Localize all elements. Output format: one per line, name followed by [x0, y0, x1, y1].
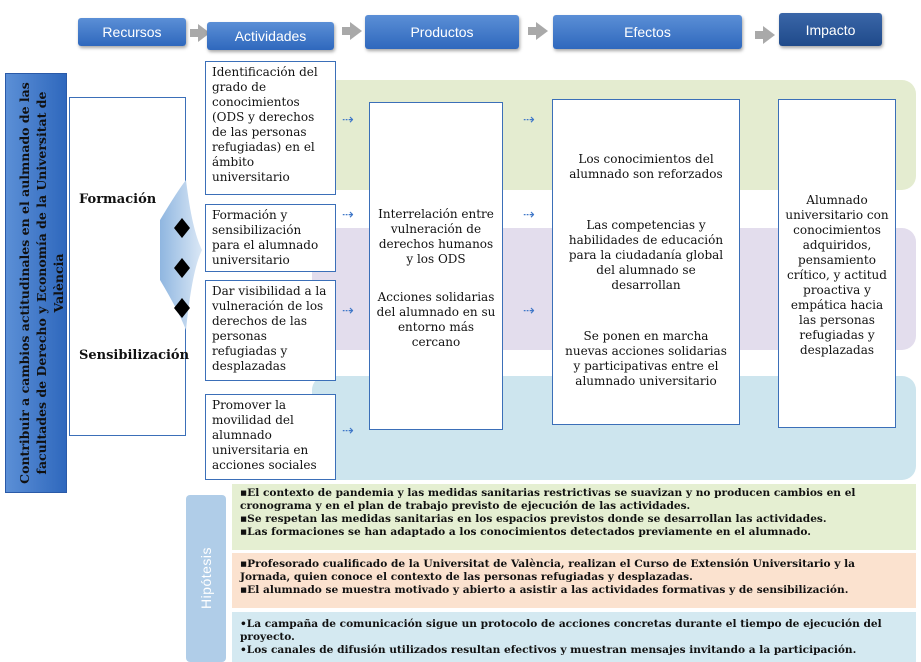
flow-arrow: ⇢	[342, 423, 354, 439]
hypothesis-side: Hipótesis	[186, 495, 226, 662]
objective-title: Contribuir a cambios actitudinales en el…	[17, 82, 66, 484]
flow-arrow: ⇢	[523, 112, 535, 128]
activity-4: Promover la movilidad del alumnado unive…	[205, 394, 336, 480]
hypothesis-item: ▪Se respetan las medidas sanitarias en l…	[240, 513, 827, 525]
product-1: Interrelación entre vulneración de derec…	[378, 207, 494, 266]
hypothesis-item: ▪Las formaciones se han adaptado a los c…	[240, 526, 811, 538]
activity-1: Identificación del grado de conocimiento…	[205, 61, 336, 195]
flow-arrow: ⇢	[342, 112, 354, 128]
flow-arrow: ⇢	[342, 207, 354, 223]
flow-arrow: ⇢	[523, 303, 535, 319]
products-box: Interrelación entre vulneración de derec…	[369, 102, 503, 430]
stage-arrow	[342, 22, 362, 40]
activity-3: Dar visibilidad a la vulneración de los …	[205, 280, 336, 381]
flow-arrow: ⇢	[523, 207, 535, 223]
impact-text: Alumnado universitario con conocimientos…	[785, 193, 889, 357]
section-sensibilizacion: Sensibilización	[79, 348, 190, 363]
effect-1: Los conocimientos del alumnado son refor…	[569, 152, 723, 181]
effects-box: Los conocimientos del alumnado son refor…	[552, 99, 740, 425]
effect-3: Se ponen en marcha nuevas acciones solid…	[565, 329, 727, 388]
stage-productos: Productos	[365, 15, 519, 49]
flow-arrow: ⇢	[342, 303, 354, 319]
hypothesis-item: ▪El alumnado se muestra motivado y abier…	[240, 584, 849, 596]
stage-arrow	[755, 26, 775, 44]
objective-box: Contribuir a cambios actitudinales en el…	[5, 73, 67, 493]
stage-efectos: Efectos	[553, 15, 742, 49]
hypothesis-label: Hipótesis	[198, 546, 214, 609]
connector-shape	[160, 180, 202, 330]
hypothesis-group-2: ▪Profesorado cualificado de la Universit…	[232, 553, 916, 608]
section-formacion: Formación	[79, 192, 157, 207]
hypothesis-group-3: •La campaña de comunicación sigue un pro…	[232, 612, 916, 662]
hypothesis-item: ▪Profesorado cualificado de la Universit…	[240, 558, 855, 583]
activity-2: Formación y sensibilización para el alum…	[205, 204, 336, 272]
stage-impacto: Impacto	[779, 13, 882, 46]
stage-actividades: Actividades	[207, 22, 334, 50]
stage-recursos: Recursos	[78, 18, 186, 46]
hypothesis-item: •La campaña de comunicación sigue un pro…	[240, 618, 882, 643]
product-2: Acciones solidarias del alumnado en su e…	[376, 290, 496, 349]
effect-2: Las competencias y habilidades de educac…	[568, 218, 724, 292]
stage-arrow	[528, 22, 548, 40]
impact-box: Alumnado universitario con conocimientos…	[778, 99, 896, 428]
hypothesis-group-1: ▪El contexto de pandemia y las medidas s…	[232, 484, 916, 550]
hypothesis-item: •Los canales de difusión utilizados resu…	[240, 644, 857, 656]
hypothesis-item: ▪El contexto de pandemia y las medidas s…	[240, 487, 856, 512]
